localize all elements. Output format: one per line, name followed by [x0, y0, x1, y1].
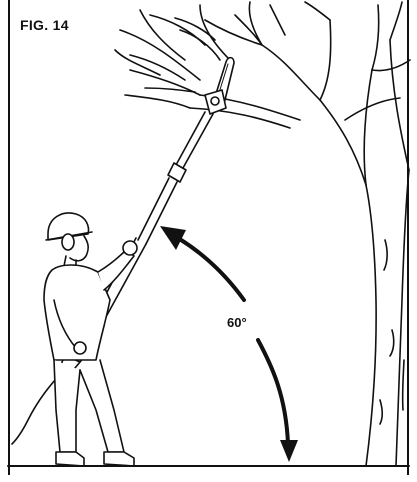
arrow-head-up-icon	[160, 226, 186, 250]
operator	[44, 213, 137, 466]
angle-arcs	[178, 238, 288, 444]
angle-label: 60°	[227, 315, 247, 330]
figure-label: FIG. 14	[18, 17, 71, 33]
arrow-head-down-icon	[280, 440, 298, 462]
tree	[115, 2, 410, 466]
